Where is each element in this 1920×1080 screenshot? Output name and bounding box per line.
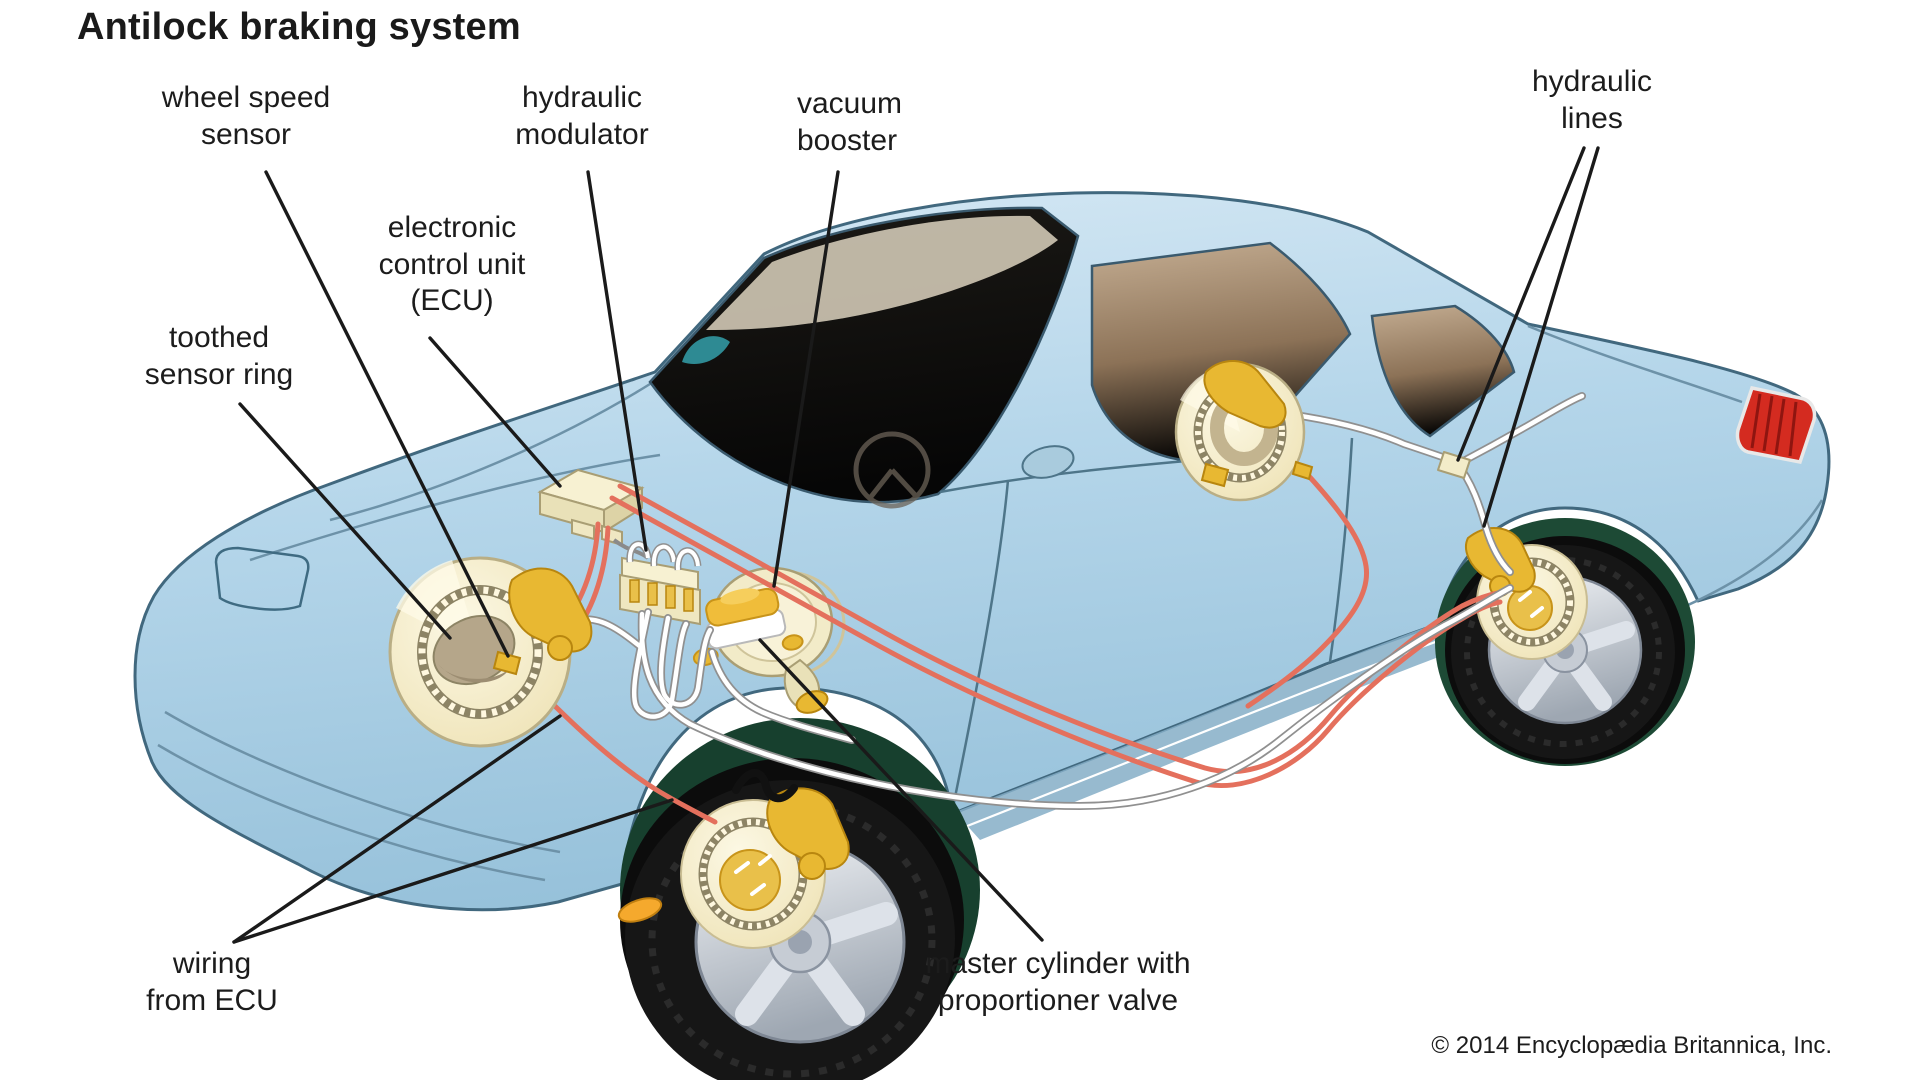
diagram-title: Antilock braking system — [77, 6, 521, 48]
steering-wheel — [853, 431, 931, 509]
label-wiring-from-ecu: wiring from ECU — [146, 947, 278, 1017]
leader-wiring-1 — [232, 714, 562, 944]
leader-wiring-2 — [232, 798, 674, 944]
leader-hydraulic-lines-1 — [1456, 146, 1586, 462]
wheel-speed-sensor-block — [492, 650, 522, 676]
leader-hydraulic-modulator — [586, 170, 648, 552]
leader-toothed-sensor-ring — [238, 402, 452, 640]
windshield — [648, 206, 1080, 509]
rear-wheel-brake-disc — [1465, 526, 1588, 660]
front-wheel-caliper — [766, 787, 850, 870]
leader-wheel-speed-sensor — [264, 170, 510, 658]
side-mirror — [1021, 445, 1075, 479]
leader-hydraulic-lines-2 — [1482, 146, 1600, 528]
tail-light — [1735, 385, 1817, 465]
label-master-cylinder: master cylinder with proportioner valve — [925, 947, 1191, 1017]
label-hydraulic-modulator: hydraulic modulator — [515, 81, 649, 151]
side-marker-light — [617, 897, 663, 923]
hydraulic-lines-white — [576, 392, 1586, 810]
copyright-notice: © 2014 Encyclopædia Britannica, Inc. — [1431, 1032, 1832, 1059]
label-hydraulic-lines: hydraulic lines — [1531, 65, 1653, 135]
front-brake-disc-floating — [388, 556, 593, 748]
front-wheel-sensor-wire — [732, 769, 798, 803]
leader-ecu — [428, 336, 562, 488]
front-wheel — [620, 718, 980, 1080]
label-wheel-speed-sensor: wheel speed sensor — [161, 81, 331, 151]
leader-master-cylinder — [758, 638, 1044, 942]
leader-lines — [232, 146, 1600, 944]
headlight-outline — [214, 546, 310, 611]
label-electronic-control-unit: electronic control unit (ECU) — [378, 211, 526, 318]
label-vacuum-booster: vacuum booster — [797, 87, 903, 157]
rear-brake-disc-floating — [1174, 359, 1314, 502]
rear-wheel — [1435, 518, 1695, 766]
rear-disc-caliper — [1203, 359, 1287, 429]
floating-disc-caliper — [508, 567, 593, 653]
hydraulic-junction-block — [1437, 451, 1471, 479]
leader-vacuum-booster — [772, 170, 840, 588]
front-wheel-brake-disc — [680, 787, 850, 949]
label-toothed-sensor-ring: toothed sensor ring — [144, 321, 294, 391]
